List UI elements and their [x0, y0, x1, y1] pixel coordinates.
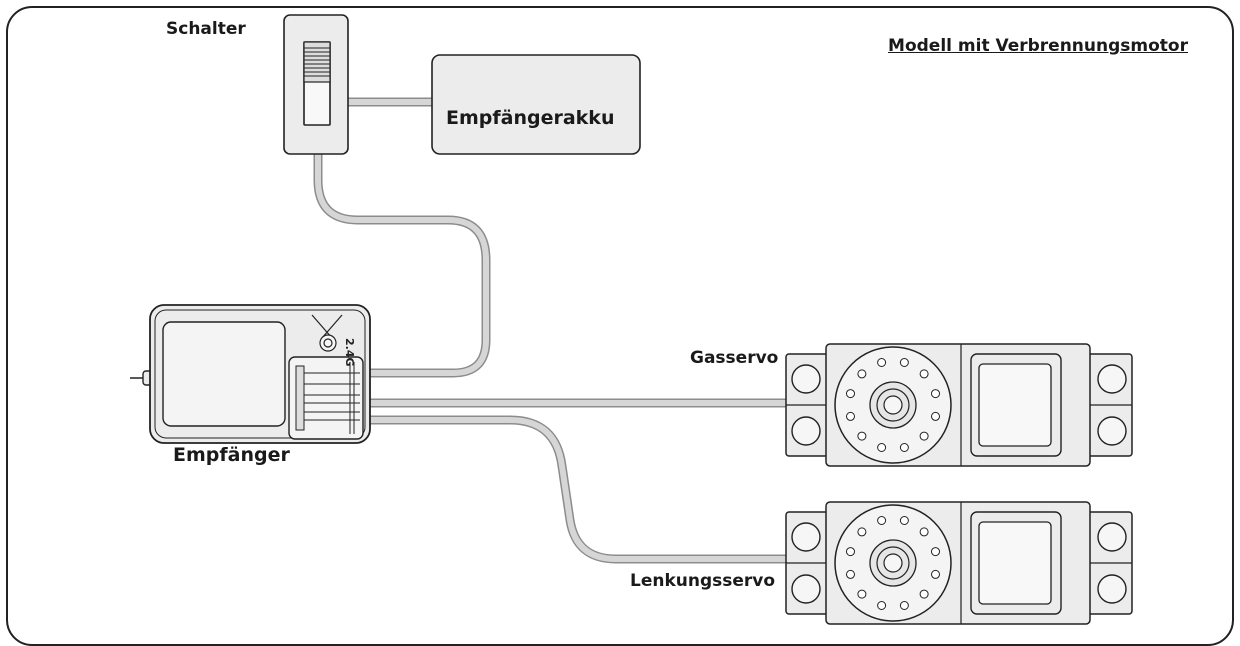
steering-servo [785, 501, 1133, 625]
servo-horn-hole [877, 357, 887, 367]
servo-mount-hole [791, 522, 821, 552]
throttle-servo-label: Gasservo [690, 348, 779, 368]
servo-horn-hole [845, 547, 855, 557]
receiver-label: Empfänger [173, 444, 290, 466]
servo-label-window [978, 363, 1052, 447]
receiver-label-area [162, 321, 286, 427]
servo-horn-hole [931, 411, 941, 421]
switch-receiver-cable [300, 154, 491, 378]
servo-mount-hole [1097, 574, 1127, 604]
servo-horn-hole [845, 389, 855, 399]
binding-button [311, 314, 343, 352]
diagram-canvas: 2.4G [130, 14, 1133, 625]
battery-label: Empfängerakku [446, 107, 615, 129]
servo-horn-hole [931, 547, 941, 557]
servo-mount-hole [791, 574, 821, 604]
servo-horn-hole [857, 431, 867, 441]
servo-mount-hole [791, 364, 821, 394]
servo-horn-hole [931, 389, 941, 399]
servo-horn-hole [877, 601, 887, 611]
servo-horn-hole [845, 569, 855, 579]
servo-horn-hole [931, 569, 941, 579]
servo-horn-hole [919, 527, 929, 537]
throttle-servo [785, 343, 1133, 467]
wiring-diagram: 2.4G Modell mit Verbrennungsmotor Schalt… [6, 6, 1234, 646]
servo-output-shaft [883, 395, 903, 415]
servo-horn-hole [899, 443, 909, 453]
receiver-band-mark: 2.4G [343, 338, 356, 367]
diagram-title: Modell mit Verbrennungsmotor [888, 36, 1188, 56]
switch-label: Schalter [166, 19, 246, 39]
servo-horn-hole [899, 515, 909, 525]
connector-pins [295, 362, 360, 434]
servo-mount-hole [1097, 364, 1127, 394]
servo-spline-ring [876, 388, 910, 422]
cables [300, 97, 790, 564]
servo-horn-hole [857, 527, 867, 537]
servo-spline-ring [876, 546, 910, 580]
servo-mount-hole [1097, 522, 1127, 552]
servo-mount-hole [791, 416, 821, 446]
servo-mount-hole [1097, 416, 1127, 446]
receiver [130, 304, 371, 444]
steering-servo-label: Lenkungsservo [630, 571, 776, 591]
servo-connector-block [288, 356, 364, 440]
switch-slider [303, 41, 331, 83]
servo-horn-hole [899, 601, 909, 611]
servo-horn-hole [877, 515, 887, 525]
servo-horn-hole [877, 443, 887, 453]
switch [283, 14, 349, 155]
servo-label-window [978, 521, 1052, 605]
servo-horn-hole [919, 369, 929, 379]
servo-horn-hole [845, 411, 855, 421]
servo-horn-hole [857, 369, 867, 379]
servo-horn-hole [899, 357, 909, 367]
steering-servo-cable [300, 415, 790, 564]
servo-horn-hole [919, 431, 929, 441]
receiver-battery [431, 54, 641, 155]
servo-horn-hole [857, 589, 867, 599]
servo-output-shaft [883, 553, 903, 573]
servo-horn-hole [919, 589, 929, 599]
